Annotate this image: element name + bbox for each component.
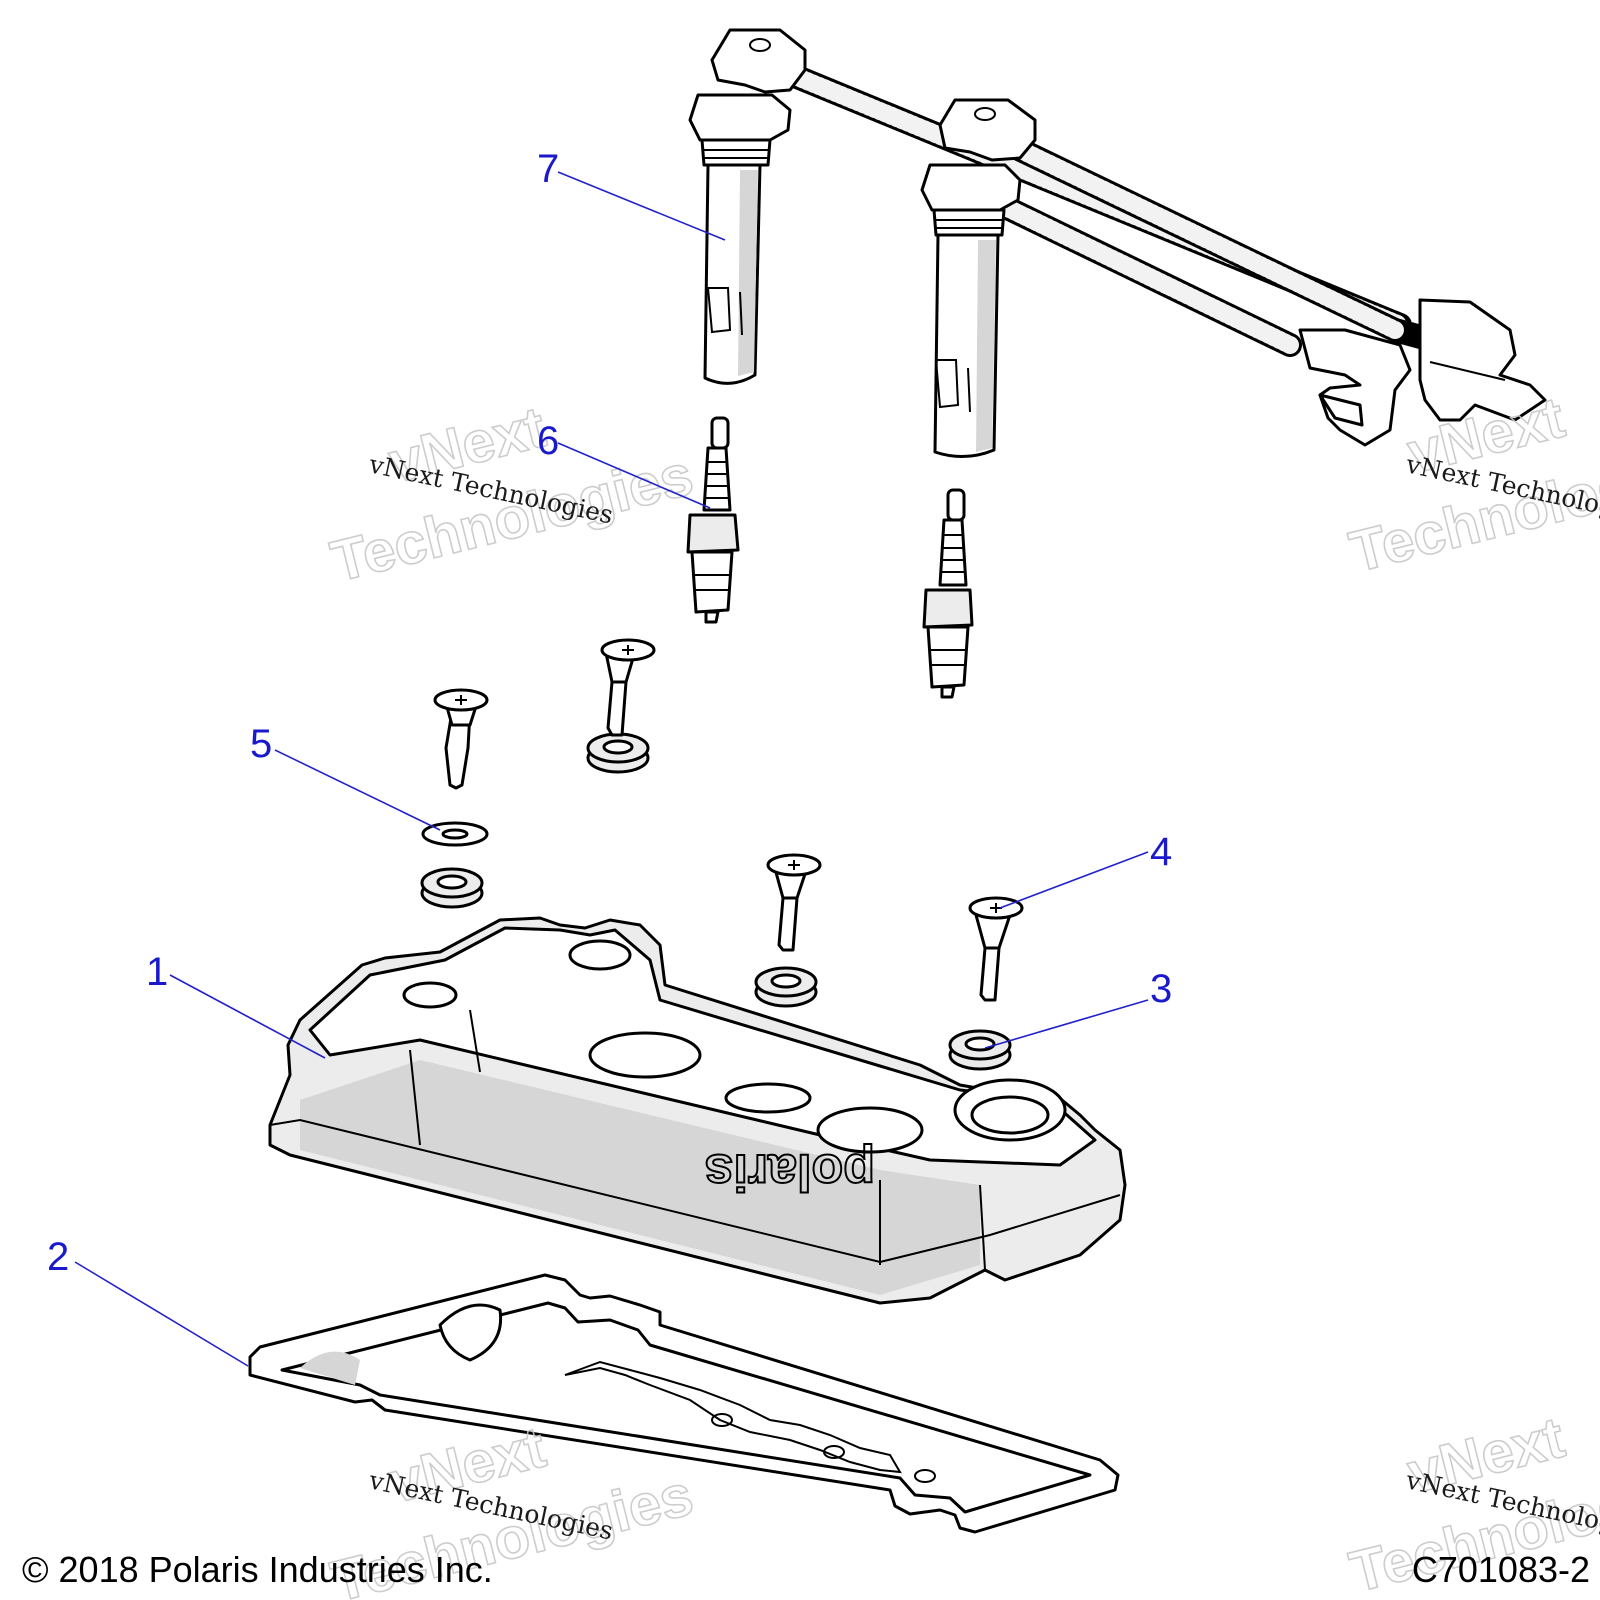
leader-2 <box>74 1261 249 1367</box>
callout-3: 3 <box>1150 967 1172 1011</box>
figure-id: C701083-2 <box>1412 1549 1590 1590</box>
leader-5 <box>274 749 441 831</box>
bolt-3 <box>766 853 822 952</box>
callout-4: 4 <box>1150 830 1172 874</box>
leader-7 <box>557 171 726 241</box>
bolt-1 <box>433 688 489 790</box>
grommet-1 <box>420 867 484 909</box>
bolt-2 <box>600 638 656 737</box>
cover-bolt-grommets <box>420 732 1012 1071</box>
spark-plugs <box>686 416 974 699</box>
spark-plug-left <box>686 416 740 624</box>
valve-cover: polaris <box>268 916 1127 1305</box>
spark-plug-right <box>922 488 974 699</box>
bolt-4 <box>968 896 1024 1002</box>
callout-numbers: 1 2 3 4 5 6 7 <box>47 147 1172 1279</box>
leader-3 <box>984 999 1149 1049</box>
grommet-4 <box>948 1029 1012 1071</box>
callout-leaders <box>74 171 1149 1367</box>
flat-washer <box>421 821 489 847</box>
leader-6 <box>557 442 711 509</box>
wire-boot-left <box>1298 328 1412 447</box>
grommet-2 <box>586 732 650 774</box>
callout-7: 7 <box>537 147 559 191</box>
ignition-coils-and-wires <box>688 28 1547 458</box>
plug-wires <box>773 60 1462 357</box>
callout-2: 2 <box>47 1235 69 1279</box>
wire-boot-right <box>1418 298 1547 422</box>
callout-6: 6 <box>537 419 559 463</box>
cover-embossed-logo: polaris <box>705 1143 876 1201</box>
leader-4 <box>999 851 1149 909</box>
callout-5: 5 <box>250 722 272 766</box>
cover-bolts <box>433 638 1024 1002</box>
callout-1: 1 <box>146 950 168 994</box>
leader-1 <box>169 974 326 1059</box>
grommet-3 <box>754 966 818 1008</box>
ignition-coil-left <box>688 28 807 385</box>
valve-cover-gasket <box>248 1273 1120 1534</box>
copyright-notice: © 2018 Polaris Industries Inc. <box>22 1549 493 1590</box>
ignition-coil-right <box>920 98 1037 458</box>
